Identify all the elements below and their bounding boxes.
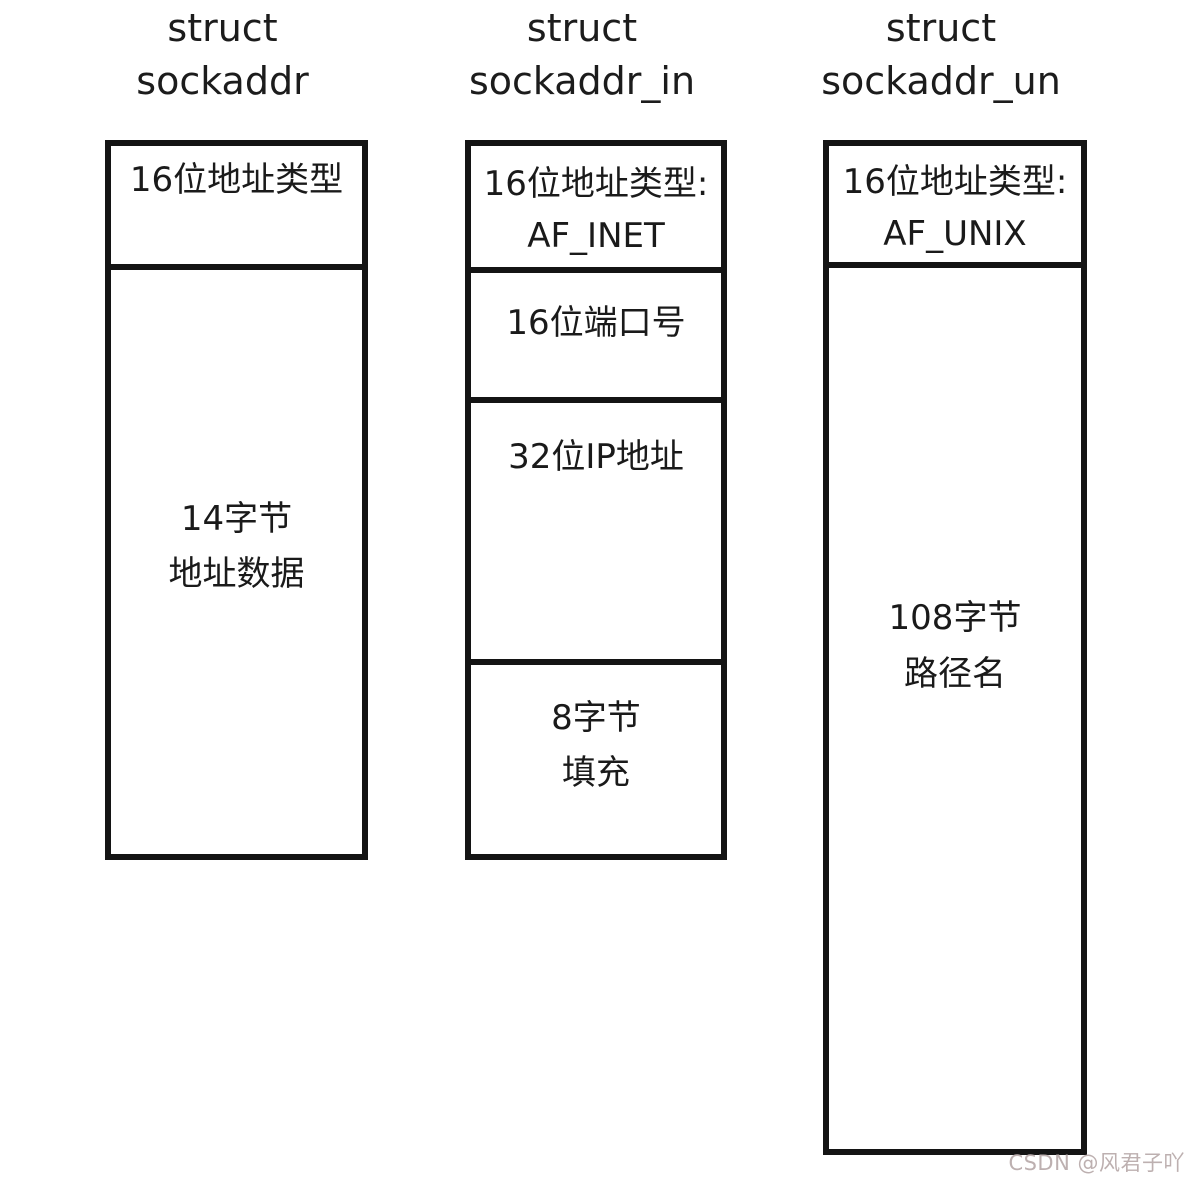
cell-sin-family: 16位地址类型: AF_INET [471,146,721,273]
column-title-sockaddr-un: struct sockaddr_un [821,6,1061,103]
cell-sa-family: 16位地址类型 [111,146,362,270]
struct-box-sockaddr: 16位地址类型 14字节 地址数据 [105,140,368,860]
cell-sun-path: 108字节 路径名 [888,598,1022,694]
column-title-sockaddr-in: struct sockaddr_in [468,6,696,103]
cell-sun-family: 16位地址类型: AF_UNIX [829,146,1081,268]
cell-sin-port: 16位端口号 [471,273,721,403]
cell-sa-data: 14字节 地址数据 [168,499,305,594]
struct-box-sockaddr-un: 16位地址类型: AF_UNIX 108字节 路径名 [823,140,1087,1155]
cell-sin-addr: 32位IP地址 [471,403,721,665]
cell-sin-zero-padding: 8字节 填充 [551,698,641,793]
watermark: CSDN @风君子吖 [1008,1151,1185,1175]
column-title-sockaddr: struct sockaddr [136,6,309,103]
struct-box-sockaddr-in: 16位地址类型: AF_INET 16位端口号 32位IP地址 8字节 填充 [465,140,727,860]
